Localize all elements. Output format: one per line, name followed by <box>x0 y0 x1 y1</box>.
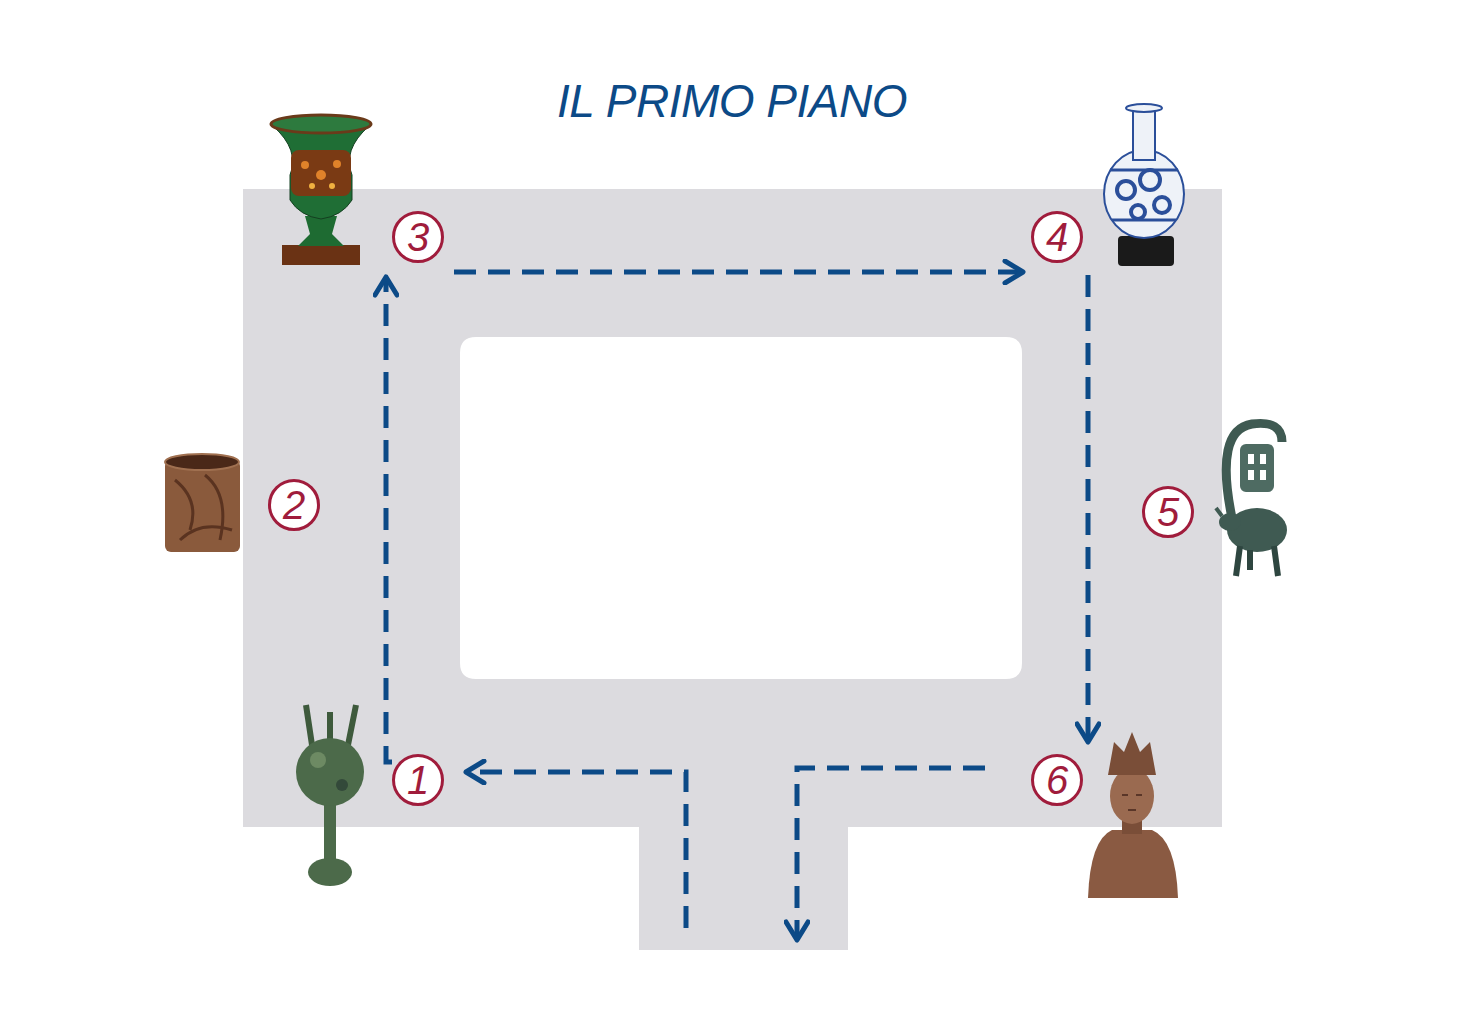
stop-circle: 3 <box>392 211 444 263</box>
stop-number: 5 <box>1157 492 1179 532</box>
buddha-bust <box>1088 732 1178 898</box>
route-arrow <box>386 277 392 762</box>
brush-pot <box>165 454 240 552</box>
stop-number: 3 <box>407 217 429 257</box>
floor-title: IL PRIMO PIANO <box>0 74 1464 128</box>
exit-arrow <box>797 768 985 940</box>
stop-number: 4 <box>1046 217 1068 257</box>
stop-circle: 1 <box>392 754 444 806</box>
route-arrow <box>1086 275 1091 742</box>
stop-number: 1 <box>407 760 429 800</box>
blue-white-vase <box>1104 104 1184 266</box>
stop-number: 2 <box>283 485 305 525</box>
stop-circle: 6 <box>1031 754 1083 806</box>
floor-area <box>243 189 1222 950</box>
route-arrow <box>454 270 1023 275</box>
bronze-vessel <box>296 705 364 886</box>
stop-circle: 4 <box>1031 211 1083 263</box>
stop-circle: 5 <box>1142 486 1194 538</box>
stop-number: 6 <box>1046 760 1068 800</box>
green-urn <box>271 115 371 265</box>
stop-circle: 2 <box>268 479 320 531</box>
bronze-lamp <box>1216 423 1287 576</box>
entrance-arrow <box>466 772 686 928</box>
